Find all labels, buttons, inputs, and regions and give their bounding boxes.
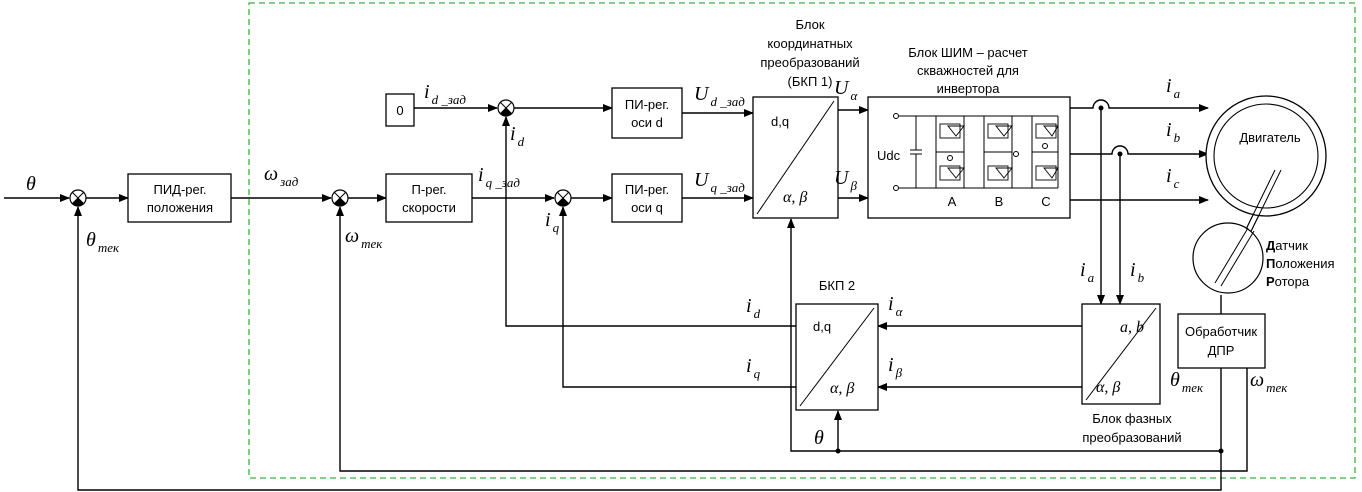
bkp1-title-2: координатных — [767, 36, 853, 51]
sensor-line-3: Ротора — [1266, 274, 1310, 289]
pid-position-label-1: ПИД-рег. — [153, 182, 206, 197]
phase-a-label: A — [948, 194, 957, 209]
leg-b — [983, 116, 1019, 188]
pwm-title-3: инвертора — [937, 81, 1001, 96]
dpr-handler-block — [1177, 313, 1266, 369]
motor-inner — [1213, 103, 1319, 209]
phase-c-label: C — [1041, 194, 1050, 209]
p-speed-label-1: П-рег. — [412, 182, 447, 197]
pid-position-block — [127, 173, 232, 223]
phase-block-ab-label: a, b — [1120, 319, 1144, 336]
p-speed-label-2: скорости — [402, 200, 456, 215]
sum-speed — [331, 189, 349, 207]
sum-d — [497, 99, 515, 117]
bkp1-dq-label: d,q — [771, 114, 789, 129]
sum-q — [554, 189, 572, 207]
phase-block-alphabeta-label: α, β — [1096, 379, 1120, 396]
pi-d-label-1: ПИ-рег. — [625, 97, 669, 112]
leg-a — [935, 116, 965, 188]
motor-label: Двигатель — [1239, 130, 1301, 145]
udc-label: Udc — [877, 148, 901, 163]
pi-q-label-1: ПИ-рег. — [625, 182, 669, 197]
zero-block — [385, 93, 415, 127]
pi-d-block — [611, 87, 683, 139]
pi-q-block — [611, 173, 683, 223]
sum-position — [69, 189, 87, 207]
phase-b-label: B — [995, 194, 1004, 209]
pi-d-label-2: оси d — [631, 115, 663, 130]
dpr-handler-label-2: ДПР — [1208, 343, 1235, 358]
theta-bkp2-label: θ — [814, 427, 824, 449]
pi-q-label-2: оси q — [631, 200, 663, 215]
bkp2-title: БКП 2 — [819, 278, 855, 293]
bkp2-dq-label: d,q — [813, 319, 831, 334]
bkp1-title-1: Блок — [795, 17, 824, 32]
dpr-handler-label-1: Обработчик — [1185, 324, 1257, 339]
bkp1-title-4: (БКП 1) — [788, 74, 833, 89]
pwm-inverter-block — [867, 96, 1071, 219]
p-speed-block — [385, 173, 473, 223]
theta-input-label: θ — [26, 173, 36, 195]
zero-label: 0 — [396, 103, 403, 118]
rotor-sensor — [1192, 222, 1264, 294]
sensor-line-2: Положения — [1266, 256, 1335, 271]
sensor-line-1: Датчик — [1266, 238, 1308, 253]
inverter-schematic: A B C — [893, 113, 1059, 209]
pid-position-label-2: положения — [147, 200, 213, 215]
leg-c — [1031, 116, 1059, 188]
system-boundary — [248, 2, 1356, 479]
bkp1-title-3: преобразований — [760, 55, 859, 70]
phase-block-title-2: преобразований — [1082, 430, 1181, 445]
pwm-title-1: Блок ШИМ – расчет — [908, 45, 1028, 60]
pwm-title-2: скважностей для — [917, 63, 1019, 78]
phase-block-title-1: Блок фазных — [1092, 411, 1172, 426]
bkp1-ab-label: α, β — [783, 189, 807, 206]
bkp2-ab-label: α, β — [830, 380, 854, 397]
